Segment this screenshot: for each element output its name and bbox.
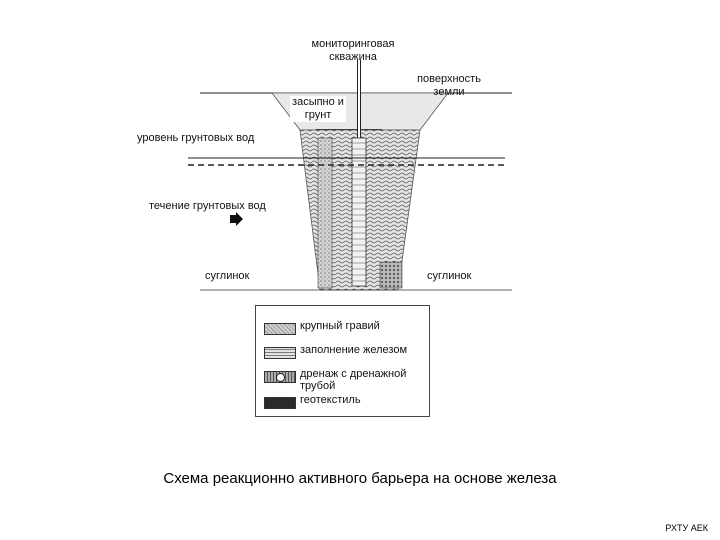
drain-block: [379, 261, 403, 289]
footer-label: РХТУ АЕК: [665, 523, 708, 533]
label-ground-surface: поверхность земли: [417, 73, 481, 98]
legend: крупный гравий заполнение железом дренаж…: [255, 305, 430, 417]
flow-arrow-icon: [230, 212, 243, 226]
legend-swatch-drain: [264, 371, 296, 383]
label-monitoring-well: мониторинговая скважина: [311, 38, 395, 63]
legend-swatch-iron: [264, 347, 296, 359]
legend-item-geotextile: геотекстиль: [264, 394, 429, 416]
legend-label-gravel: крупный гравий: [300, 320, 380, 332]
label-loam-left: суглинок: [205, 270, 250, 282]
label-backfill: засыпно и грунт: [290, 96, 346, 122]
monitoring-well-screen: [351, 137, 367, 287]
figure-caption: Схема реакционно активного барьера на ос…: [163, 470, 557, 487]
gravel-column: [317, 137, 333, 289]
legend-label-iron: заполнение железом: [300, 344, 408, 356]
legend-label-drain: дренаж с дренажной трубой: [300, 368, 407, 392]
label-groundwater-level: уровень грунтовых вод: [137, 132, 255, 144]
label-loam-right: суглинок: [427, 270, 472, 282]
legend-swatch-gravel: [264, 323, 296, 335]
legend-item-drain: дренаж с дренажной трубой: [264, 368, 429, 392]
legend-item-gravel: крупный гравий: [264, 320, 429, 342]
label-groundwater-flow: течение грунтовых вод: [149, 200, 266, 212]
legend-swatch-geotextile: [264, 397, 296, 409]
drain-pipe-icon: [276, 373, 285, 382]
legend-label-geotextile: геотекстиль: [300, 394, 361, 406]
legend-item-iron: заполнение железом: [264, 344, 429, 366]
